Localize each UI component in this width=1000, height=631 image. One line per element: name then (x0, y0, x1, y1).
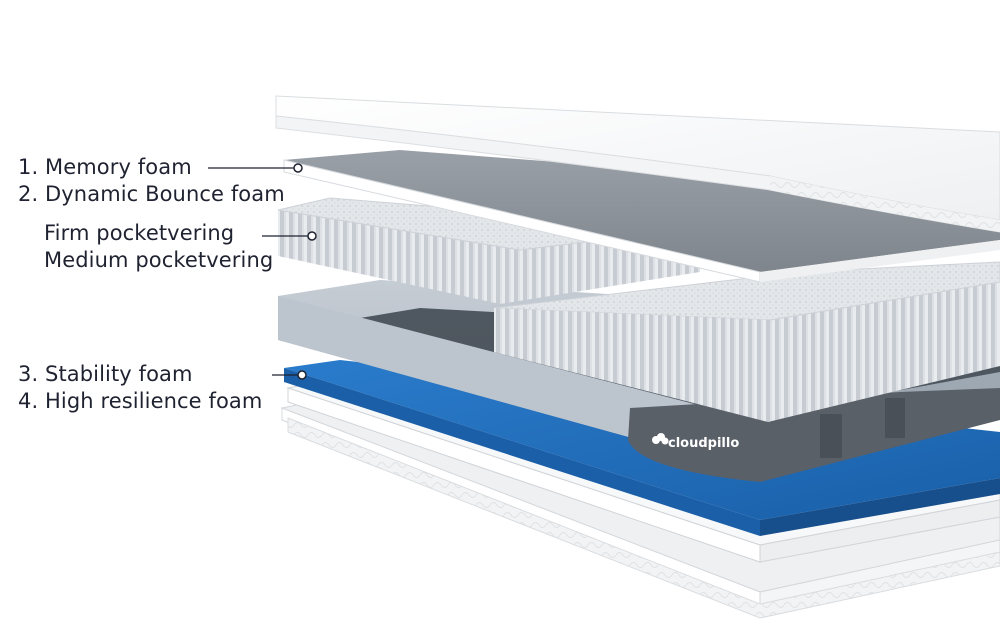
medium-pocketvering-block (493, 261, 1000, 422)
label-firm-pocketvering: Firm pocketvering (44, 221, 235, 245)
label-stability-foam: 3. Stability foam (18, 362, 193, 386)
label-medium-pocketvering: Medium pocketvering (44, 248, 274, 272)
memory-foam-top-layer (275, 95, 1000, 233)
cloud-icon (652, 433, 669, 445)
dynamic-bounce-foam-layer (283, 150, 1000, 283)
callout-lines (208, 163, 317, 380)
label-high-resilience-foam: 4. High resilience foam (18, 389, 263, 413)
label-memory-foam: 1. Memory foam (18, 155, 192, 179)
brand-logo: cloudpillo (668, 436, 739, 451)
label-dynamic-bounce-foam: 2. Dynamic Bounce foam (18, 182, 285, 206)
